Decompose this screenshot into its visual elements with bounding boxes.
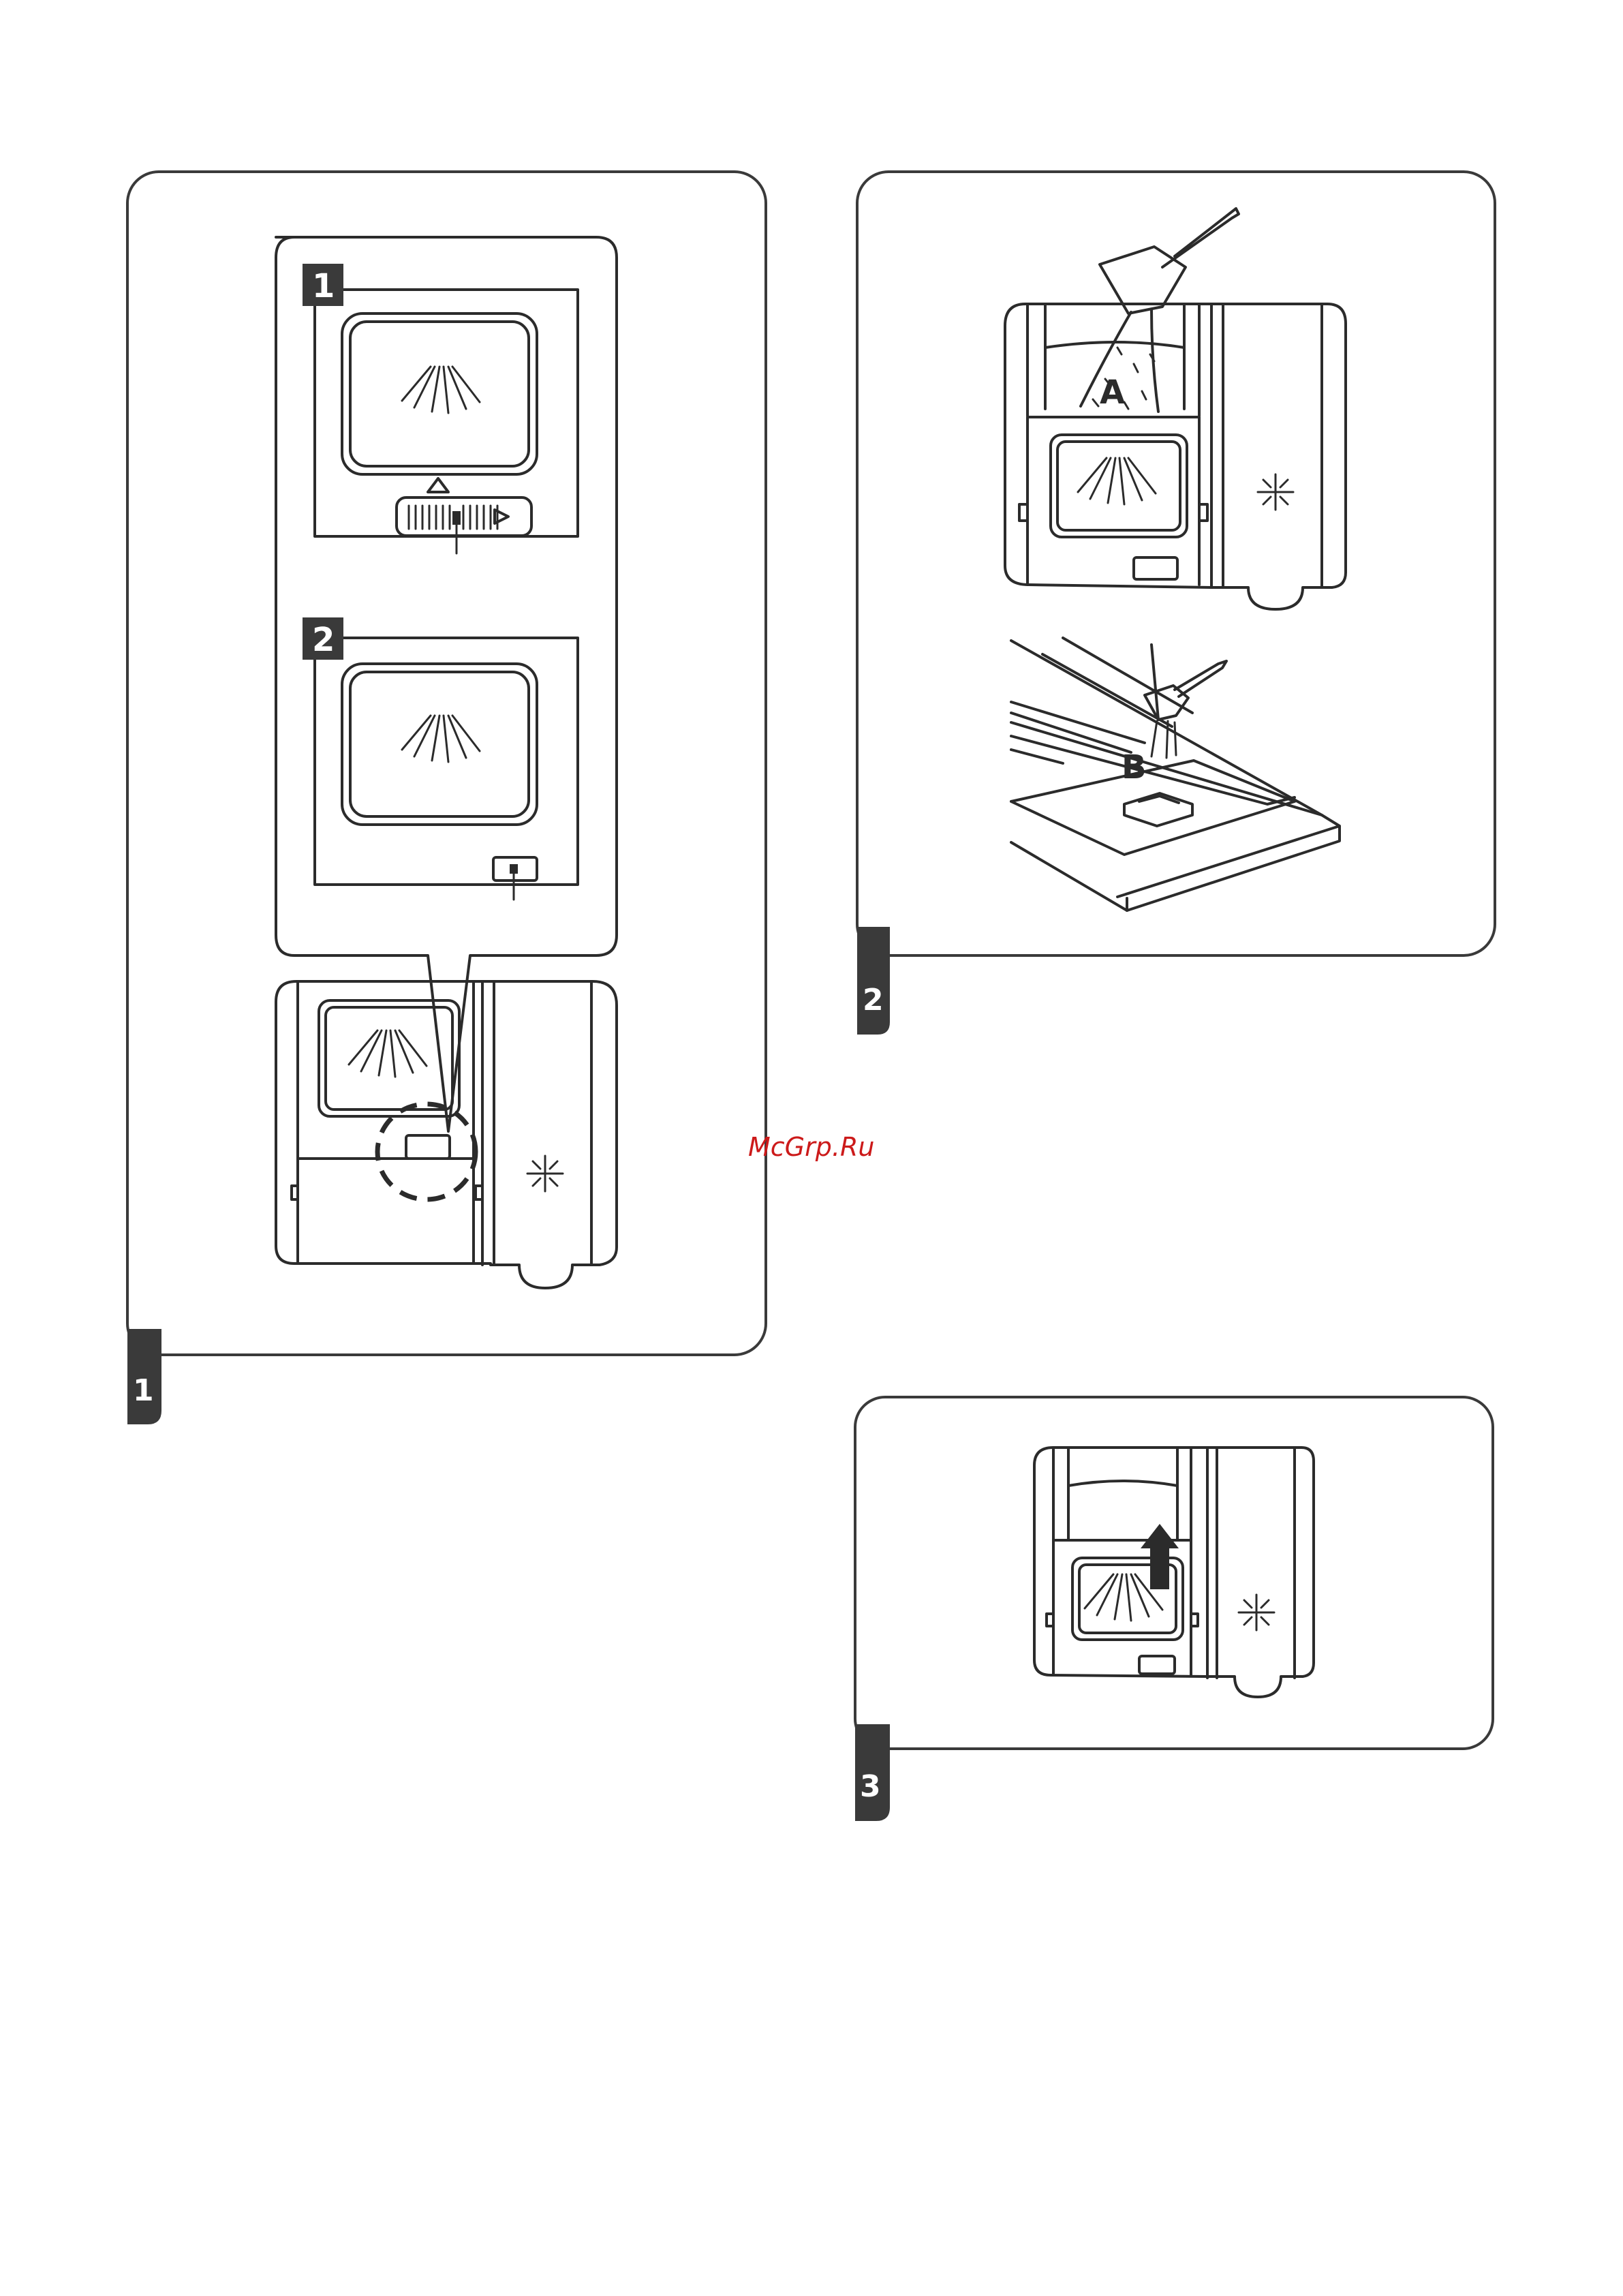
- watermark: McGrp.Ru: [748, 1132, 874, 1162]
- sparkle-icon: [1258, 474, 1293, 510]
- panel-3-frame: [855, 1397, 1493, 1749]
- panel-1-frame: [127, 172, 766, 1355]
- sparkle-icon: [1239, 1595, 1274, 1630]
- panel-1-number: 1: [133, 1373, 154, 1408]
- compartment-label-b: B: [1122, 748, 1147, 786]
- panel-2-number-tab: [857, 927, 890, 1035]
- sparkle-icon: [527, 1156, 563, 1191]
- panel-1: 1 1 2: [127, 172, 766, 1424]
- panel-2: 2 A: [857, 172, 1495, 1035]
- callout-1-number: 1: [312, 267, 335, 305]
- panel-3-number: 3: [860, 1769, 881, 1804]
- panel-3: 3: [855, 1397, 1493, 1821]
- callout-2-number: 2: [312, 621, 335, 659]
- panel-2-number: 2: [863, 983, 884, 1017]
- compartment-label-a: A: [1100, 373, 1125, 412]
